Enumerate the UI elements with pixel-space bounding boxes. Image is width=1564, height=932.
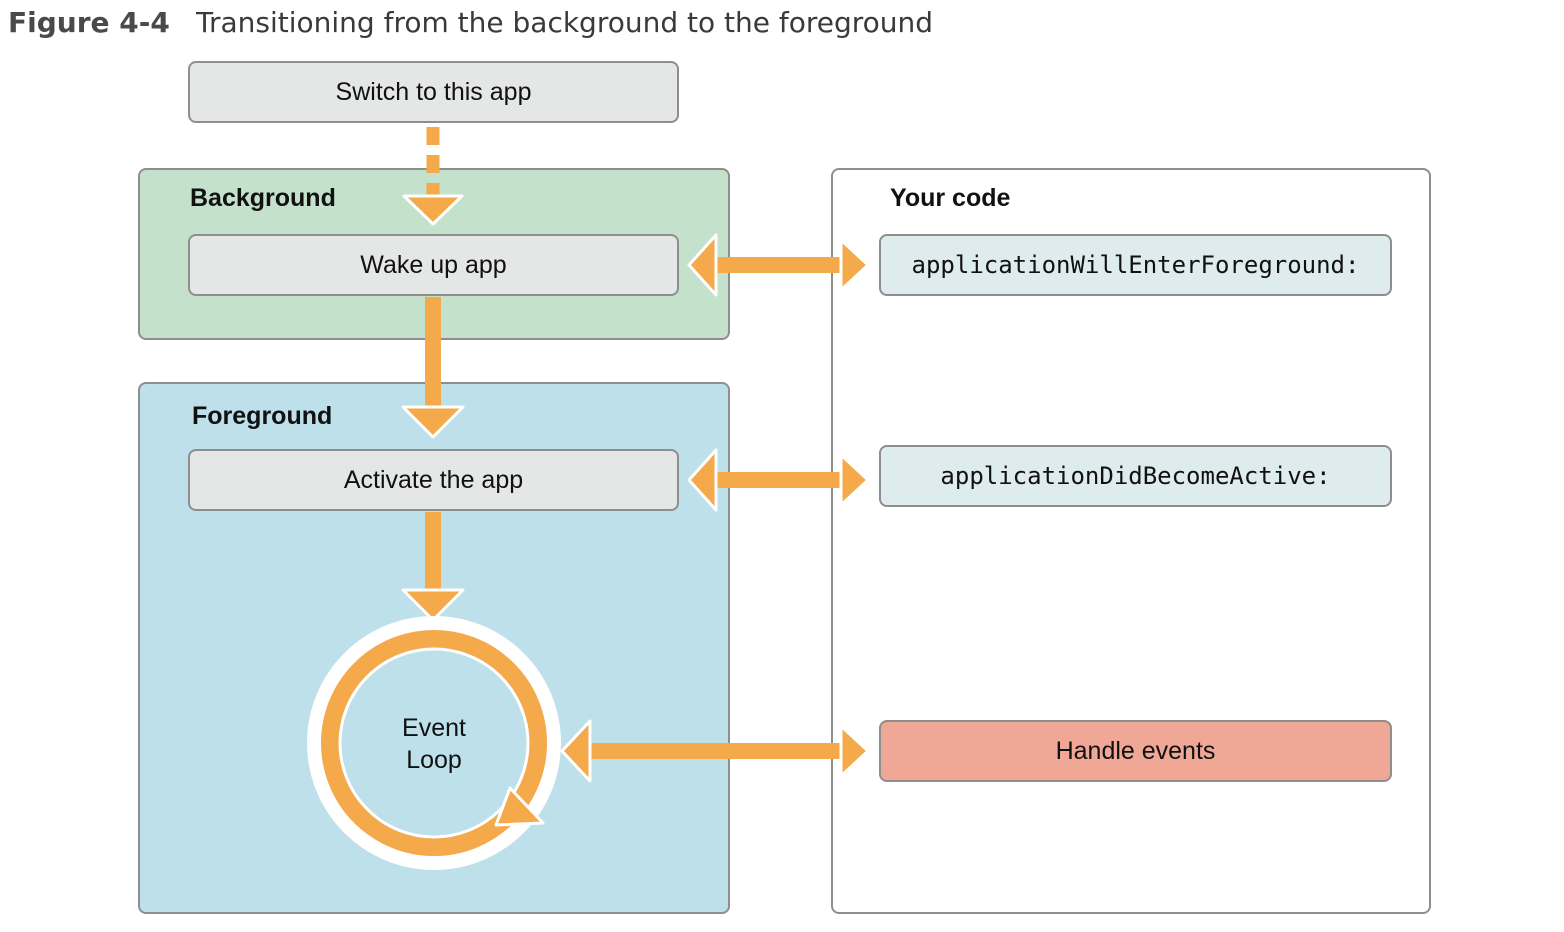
switch-to-app-box: Switch to this app xyxy=(188,61,679,123)
event-loop-arrowhead xyxy=(494,786,545,827)
did-become-active-box: applicationDidBecomeActive: xyxy=(879,445,1392,507)
foreground-label: Foreground xyxy=(192,402,333,430)
double-arrow-wake xyxy=(687,233,870,297)
figure-number: Figure 4-4 xyxy=(8,5,170,39)
figure-title: Transitioning from the background to the… xyxy=(196,5,934,39)
double-arrow-activate xyxy=(687,448,870,512)
event-loop-line-1: Event xyxy=(402,714,466,742)
event-loop-label: Event Loop xyxy=(374,712,494,776)
event-loop-circle xyxy=(307,616,561,870)
arrow-wake-to-foreground xyxy=(401,297,465,439)
dashed-arrow-down xyxy=(402,127,464,226)
will-enter-foreground-box: applicationWillEnterForeground: xyxy=(879,234,1392,296)
activate-app-box: Activate the app xyxy=(188,449,679,511)
figure-caption: Figure 4-4 Transitioning from the backgr… xyxy=(8,0,933,44)
background-label: Background xyxy=(190,184,336,212)
wake-up-app-box: Wake up app xyxy=(188,234,679,296)
event-loop-line-2: Loop xyxy=(406,746,462,774)
handle-events-box: Handle events xyxy=(879,720,1392,782)
double-arrow-events xyxy=(560,719,870,783)
arrow-activate-to-loop xyxy=(401,512,465,622)
your-code-label: Your code xyxy=(890,184,1011,212)
